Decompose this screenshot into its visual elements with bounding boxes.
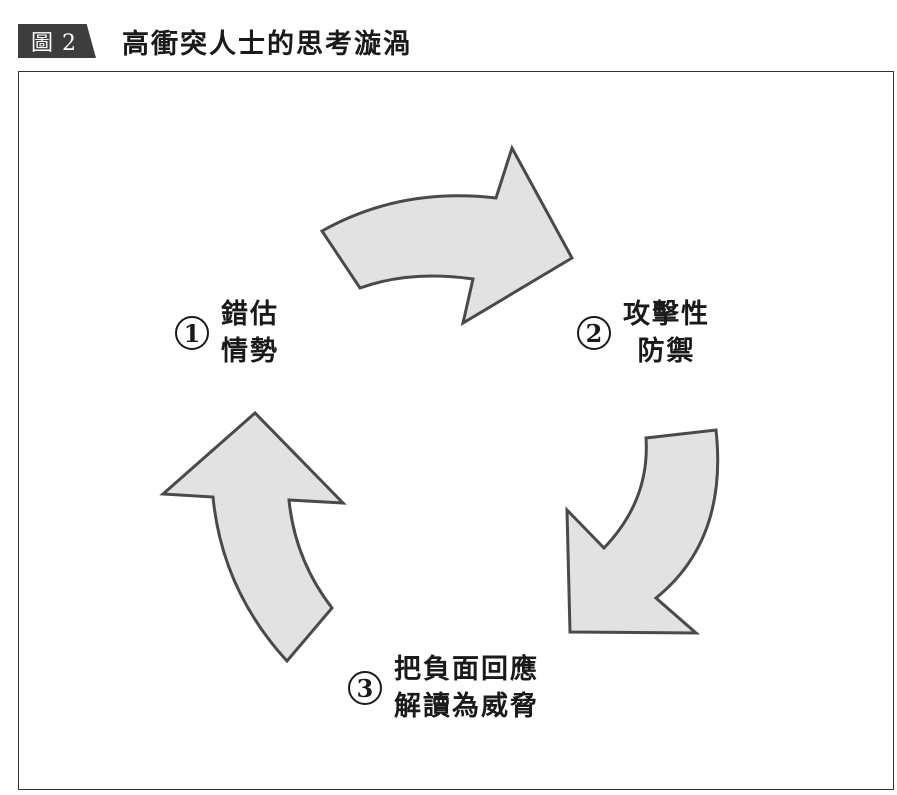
- step-3-line2: 解讀為威脅: [394, 691, 539, 722]
- step-1: 1 錯估 情勢: [175, 296, 279, 370]
- step-2: 2 攻擊性 防禦: [577, 296, 710, 370]
- step-1-line2: 情勢: [221, 336, 279, 367]
- step-3: 3 把負面回應 解讀為威脅: [348, 651, 539, 725]
- figure-badge: 圖 2: [18, 24, 96, 58]
- step-2-line1: 攻擊性: [623, 299, 710, 330]
- figure-title: 高衝突人士的思考漩渦: [122, 28, 412, 60]
- figure-header: 圖 2 高衝突人士的思考漩渦: [18, 22, 412, 60]
- step-2-line2: 防禦: [637, 336, 696, 367]
- step-3-line1: 把負面回應: [394, 654, 539, 685]
- step-1-line1: 錯估: [221, 299, 279, 330]
- step-1-label: 錯估 情勢: [221, 296, 279, 370]
- arrow-step2-to-step3: [565, 428, 720, 635]
- step-3-label: 把負面回應 解讀為威脅: [394, 651, 539, 725]
- step-2-number: 2: [577, 316, 611, 350]
- step-3-number: 3: [348, 671, 382, 705]
- diagram-frame: [18, 71, 894, 790]
- step-2-label: 攻擊性 防禦: [623, 296, 710, 370]
- arrow-step3-to-step1: [159, 410, 347, 664]
- step-1-number: 1: [175, 316, 209, 350]
- arrow-step1-to-step2: [319, 144, 575, 327]
